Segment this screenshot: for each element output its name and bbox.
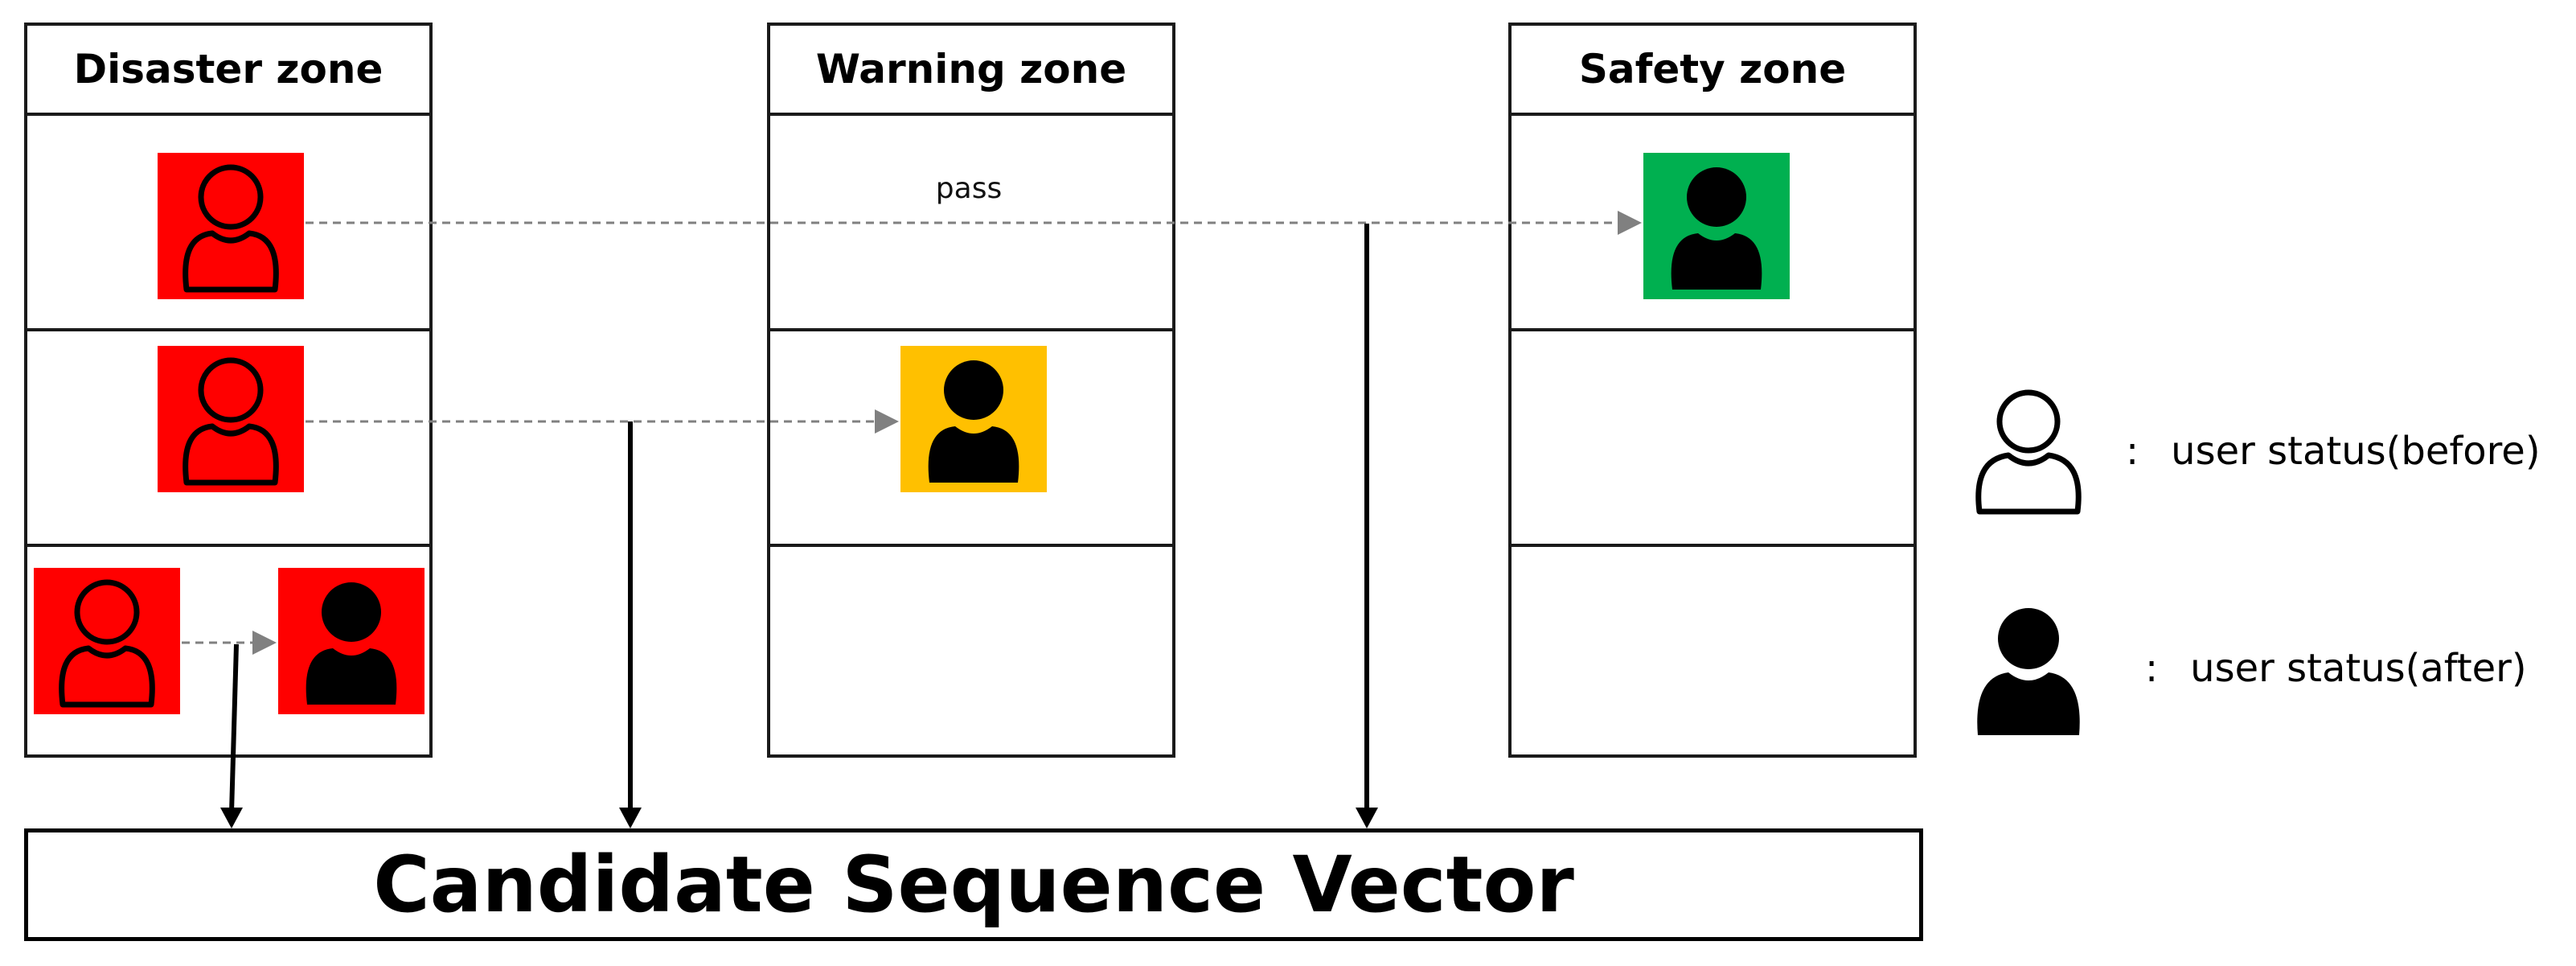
- disaster-zone-row-2: [27, 331, 429, 547]
- disaster-to-vector-arrowhead: [220, 808, 243, 828]
- user-before-disaster-row1-icon: [158, 153, 304, 299]
- safety-zone-header: Safety zone: [1512, 26, 1914, 116]
- safety-zone-row-2: [1512, 331, 1914, 547]
- warning-zone-row-2: [770, 331, 1172, 547]
- warning-zone-row-3: [770, 547, 1172, 758]
- safety-to-vector-arrowhead: [1356, 808, 1378, 828]
- legend-after-separator: :: [2145, 646, 2159, 691]
- warning-to-vector-arrowhead: [619, 808, 642, 828]
- safety-zone-row-1: [1512, 116, 1914, 331]
- warning-zone-row-1: [770, 116, 1172, 331]
- candidate-sequence-vector-box: Candidate Sequence Vector: [24, 828, 1923, 941]
- person-outline-icon: [1968, 383, 2089, 520]
- legend-after-text: user status(after): [2190, 646, 2527, 691]
- legend-before: : user status(before): [1968, 383, 2541, 520]
- warning-zone-header: Warning zone: [770, 26, 1172, 116]
- candidate-sequence-vector-label: Candidate Sequence Vector: [373, 840, 1574, 930]
- user-before-disaster-row2-icon: [158, 346, 304, 492]
- legend-before-separator: :: [2126, 429, 2139, 474]
- disaster-zone-row-1: [27, 116, 429, 331]
- person-filled-icon: [1968, 600, 2089, 737]
- pass-label: pass: [935, 172, 1003, 205]
- user-after-warning-icon: [900, 346, 1047, 492]
- disaster-zone-header: Disaster zone: [27, 26, 429, 116]
- legend-after: : user status(after): [1968, 600, 2527, 737]
- safety-zone-column: Safety zone: [1508, 23, 1917, 758]
- user-after-safety-icon: [1643, 153, 1790, 299]
- user-after-disaster-row3-icon: [278, 568, 425, 714]
- safety-zone-row-3: [1512, 547, 1914, 758]
- legend-before-text: user status(before): [2171, 429, 2541, 474]
- user-before-disaster-row3-icon: [34, 568, 180, 714]
